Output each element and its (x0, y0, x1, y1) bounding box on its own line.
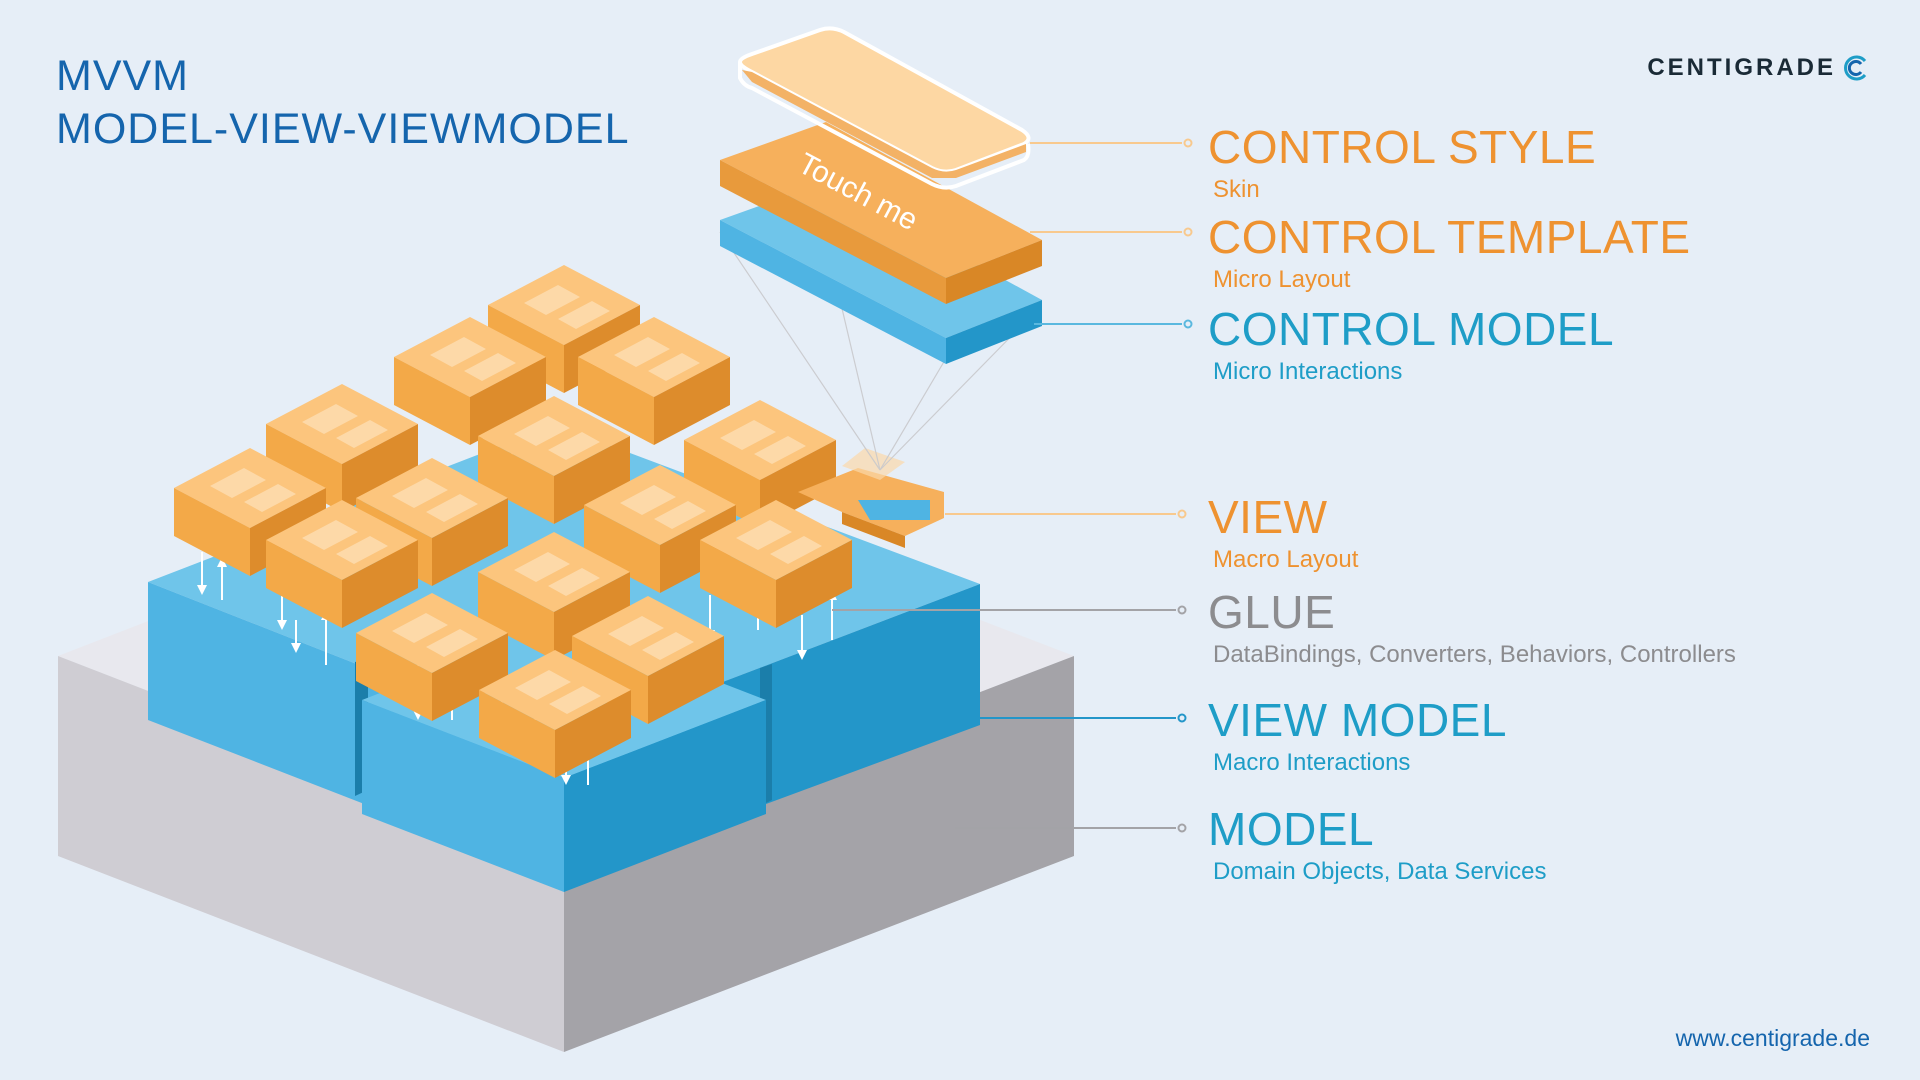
label-control-template-title: CONTROL TEMPLATE (1208, 211, 1691, 263)
projection-lines (719, 231, 1033, 471)
website-url: www.centigrade.de (1675, 1025, 1870, 1051)
label-glue-subtitle: DataBindings, Converters, Behaviors, Con… (1213, 641, 1736, 668)
label-view-subtitle: Macro Layout (1213, 546, 1359, 573)
control-template-layer: Touch me (720, 122, 1042, 304)
label-view: VIEW Macro Layout (1208, 494, 1358, 574)
leader-lines (832, 138, 1193, 833)
page-title: MVVM (56, 52, 189, 100)
label-control-template: CONTROL TEMPLATE Micro Layout (1208, 214, 1691, 294)
label-view-title: VIEW (1208, 491, 1328, 543)
page-subtitle: MODEL-VIEW-VIEWMODEL (56, 105, 630, 153)
centigrade-wave-icon (1844, 55, 1867, 81)
control-style-layer (737, 26, 1031, 190)
label-view-model-subtitle: Macro Interactions (1213, 749, 1411, 776)
brand-logo: CENTIGRADE (1647, 53, 1870, 83)
label-glue: GLUE DataBindings, Converters, Behaviors… (1208, 589, 1736, 669)
label-control-model-subtitle: Micro Interactions (1213, 358, 1403, 385)
label-view-model-title: VIEW MODEL (1208, 694, 1507, 746)
label-model-subtitle: Domain Objects, Data Services (1213, 858, 1547, 885)
label-control-model-title: CONTROL MODEL (1208, 303, 1615, 355)
label-control-model: CONTROL MODEL Micro Interactions (1208, 306, 1614, 386)
label-control-template-subtitle: Micro Layout (1213, 266, 1351, 293)
label-glue-title: GLUE (1208, 586, 1336, 638)
label-control-style-title: CONTROL STYLE (1208, 121, 1597, 173)
label-view-model: VIEW MODEL Macro Interactions (1208, 697, 1507, 777)
view-tiles (174, 265, 852, 778)
label-model: MODEL Domain Objects, Data Services (1208, 806, 1546, 886)
brand-name: CENTIGRADE (1647, 54, 1836, 81)
selected-control-slot (798, 448, 944, 548)
label-model-title: MODEL (1208, 803, 1375, 855)
label-control-style: CONTROL STYLE Skin (1208, 124, 1596, 204)
label-control-style-subtitle: Skin (1213, 176, 1260, 203)
